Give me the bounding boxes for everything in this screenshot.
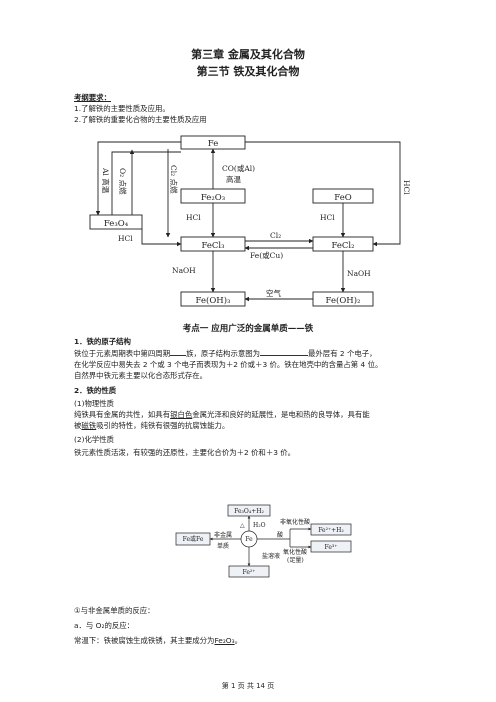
- box-right1-label: Fe²⁺+H₂: [318, 527, 344, 534]
- label-cl2-ignite: Cl₂ 点燃: [169, 165, 179, 194]
- fill-blank: [260, 347, 309, 356]
- delta-label: △: [240, 522, 245, 529]
- outline-item: 1.了解铁的主要性质及应用。: [74, 104, 170, 113]
- box-left-label: Fe或Fe: [183, 535, 204, 543]
- label-hcl-far-right: HCl: [402, 180, 411, 195]
- label-co-or-al: CO(或Al): [222, 163, 255, 173]
- reaction-list: ①与非金属单质的反应： a．与 O₂的反应： 常温下：铁被腐蚀生成铁锈，其主要成…: [74, 606, 242, 645]
- label-air: 空气: [266, 288, 281, 298]
- heading-atomic-structure: 1．铁的原子结构: [74, 337, 131, 346]
- outline-heading: 考纲要求：: [74, 93, 111, 102]
- label-al-high-temp: Al 高温: [101, 167, 111, 194]
- nonoxidizing-acid-label: 非氧化性酸: [280, 518, 310, 526]
- box-right2-label: Fe³⁺: [325, 544, 338, 551]
- heading-properties: 2．铁的性质: [74, 386, 117, 395]
- acid-label: 酸: [277, 531, 283, 539]
- node-fecl3: FeCl₃: [201, 241, 224, 251]
- section-title: 第三节 铁及其化合物: [196, 65, 300, 78]
- fe-center-label: Fe: [245, 536, 253, 543]
- node-fe: Fe: [208, 139, 218, 149]
- label-hcl-mid: HCl: [186, 213, 201, 222]
- outline-item: 2.了解铁的重要化合物的主要性质及应用: [74, 115, 207, 124]
- node-fe2o3: Fe₂O₃: [201, 193, 225, 203]
- h2o-label: H₂O: [253, 522, 266, 529]
- body-text: 1．铁的原子结构 铁位于元素周期表中第四周期族，原子结构示意图为最外层有 2 个…: [74, 336, 426, 458]
- node-feo: FeO: [334, 193, 351, 203]
- nonmetal-label: 非金属: [214, 531, 232, 539]
- label-high-temp: 高温: [226, 174, 241, 184]
- label-hcl-left: HCl: [118, 234, 133, 243]
- label-o2-ignite: O₂ 点燃: [118, 168, 128, 195]
- label-naoh-left: NaOH: [172, 266, 196, 275]
- paragraph-atomic-structure: 铁位于元素周期表中第四周期族，原子结构示意图为最外层有 2 个电子，: [74, 347, 377, 358]
- label-naoh-right: NaOH: [347, 269, 371, 278]
- chapter-title: 第三章 金属及其化合物: [191, 48, 305, 61]
- node-fe3o4: Fe₃O₄: [104, 219, 129, 229]
- oxidizing-acid-label: 氧化性酸: [283, 548, 307, 556]
- node-fecl2: FeCl₂: [331, 241, 354, 251]
- outline-block: 考纲要求： 1.了解铁的主要性质及应用。 2.了解铁的重要化合物的主要性质及应用: [74, 92, 426, 125]
- paragraph-physical: 纯铁具有金属的共性，如具有银白色金属光泽和良好的延展性，是电和热的良导体，具有能: [74, 410, 370, 419]
- box-top-label: Fe₃O₄+H₂: [234, 508, 264, 515]
- node-feoh3: Fe(OH)₃: [196, 295, 231, 306]
- page-footer: 第 1 页 共 14 页: [221, 682, 275, 690]
- label-fe-or-cu: Fe(或Cu): [250, 250, 283, 260]
- topic-heading: 考点一 应用广泛的金属单质——铁: [182, 324, 314, 334]
- node-feoh2: Fe(OH)₂: [326, 295, 361, 306]
- node-fe3o4-box: [89, 214, 143, 230]
- label-cl2: Cl₂: [270, 231, 281, 240]
- fill-blank: [170, 347, 187, 356]
- label-hcl-right: HCl: [320, 213, 335, 222]
- excess-label: (足量): [287, 557, 304, 564]
- box-bottom-label: Fe²⁺: [243, 569, 256, 576]
- salt-solution-label: 盐溶液: [262, 552, 280, 560]
- element-label: 单质: [217, 542, 229, 550]
